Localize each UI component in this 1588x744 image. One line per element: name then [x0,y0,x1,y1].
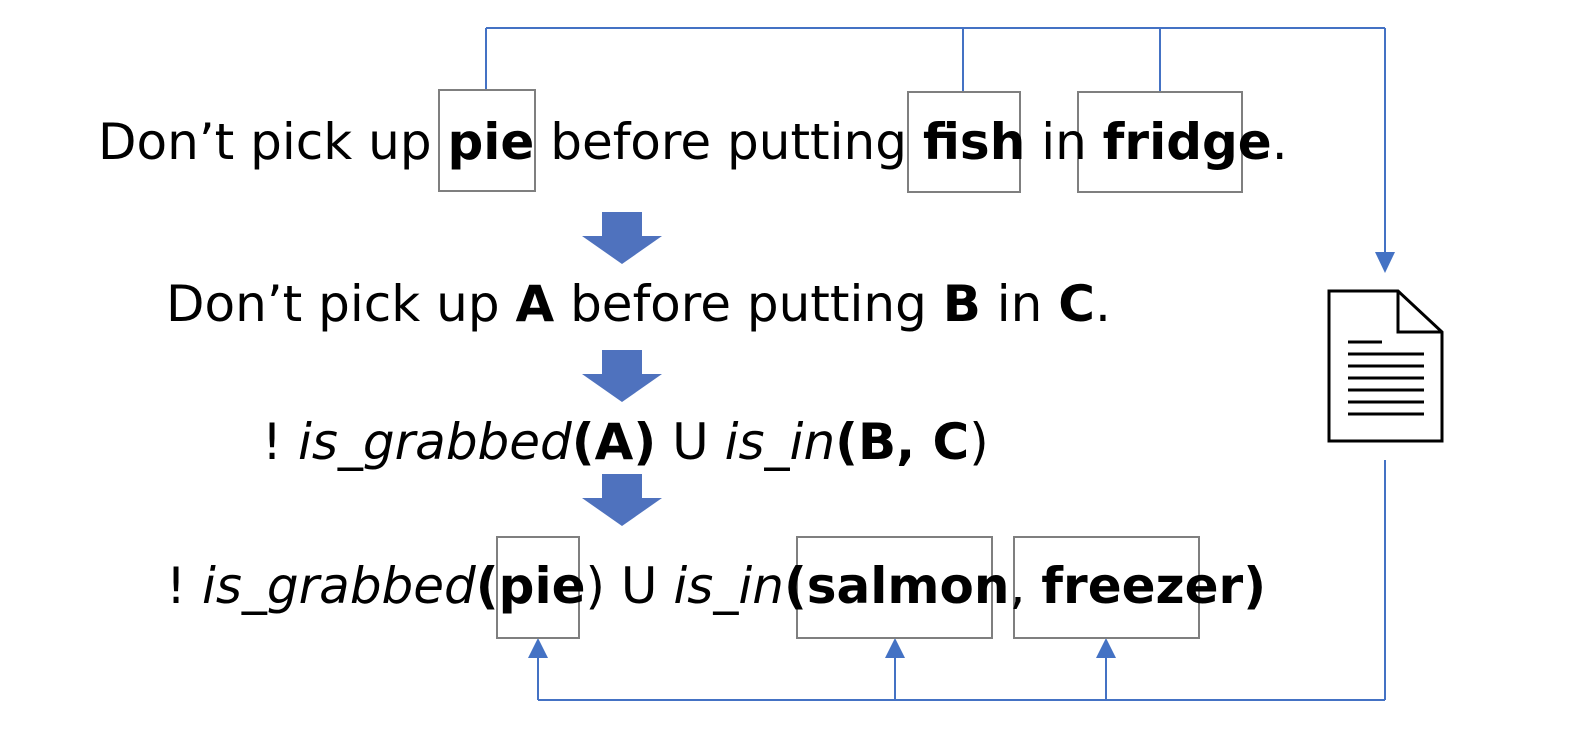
text-segment: . [1094,275,1111,333]
paren: ) [633,413,657,471]
negation-symbol: ! [166,557,202,615]
box-freezer-grounded [1013,536,1200,639]
object-word-pie: pie [447,113,535,171]
paren: ( [571,413,595,471]
object-word-fish: fish [922,113,1026,171]
paren: ) [1243,557,1267,615]
placeholder-c: C [1058,275,1095,333]
object-word-freezer: freezer [1041,557,1244,615]
predicate-is-grabbed: is_grabbed [297,413,572,471]
down-arrow-icon [582,350,662,402]
utterance-lifted: Don’t pick up A before putting B in C. [166,274,1111,334]
comma: , [896,413,933,471]
negation-symbol: ! [262,413,298,471]
predicate-is-in: is_in [673,557,784,615]
until-operator: U [656,413,725,471]
box-fish-source [907,91,1021,193]
box-fridge-source [1077,91,1243,193]
box-pie-grounded [496,536,580,639]
text-segment: Don’t pick up [166,275,516,333]
document-icon [1327,289,1444,443]
object-word-fridge: fridge [1102,113,1272,171]
predicate-is-in: is_in [724,413,836,471]
placeholder-b: B [942,275,981,333]
arrowhead-to-salmon [885,638,905,658]
text-segment: . [1271,113,1288,171]
paren: ( [475,557,499,615]
formula-lifted: ! is_grabbed(A) U is_in(B, C) [262,412,989,472]
paren: ( [783,557,807,615]
down-arrow-icon [582,474,662,526]
placeholder-a: A [515,275,555,333]
placeholder-b: B [858,413,897,471]
text-segment: before putting [534,113,923,171]
object-word-pie: pie [498,557,586,615]
paren: ) [969,413,989,471]
arrowhead-to-freezer [1096,638,1116,658]
placeholder-a: A [594,413,634,471]
object-word-salmon: salmon [806,557,1010,615]
predicate-is-grabbed: is_grabbed [201,557,476,615]
box-salmon-grounded [796,536,993,639]
formula-grounded: ! is_grabbed(pie) U is_in(salmon, freeze… [166,556,1266,616]
comma: , [1009,557,1042,615]
paren: ( [835,413,858,471]
placeholder-c: C [932,413,970,471]
utterance-original: Don’t pick up pie before putting fish in… [98,112,1288,172]
box-pie-source [438,89,536,192]
until-operator: U [605,557,674,615]
text-segment: Don’t pick up [98,113,448,171]
text-segment: before putting [554,275,943,333]
arrowhead-to-pie [528,638,548,658]
text-segment: in [980,275,1059,333]
text-segment: in [1025,113,1103,171]
arrowhead-to-document [1375,252,1395,273]
paren: ) [585,557,606,615]
down-arrow-icon [582,212,662,264]
